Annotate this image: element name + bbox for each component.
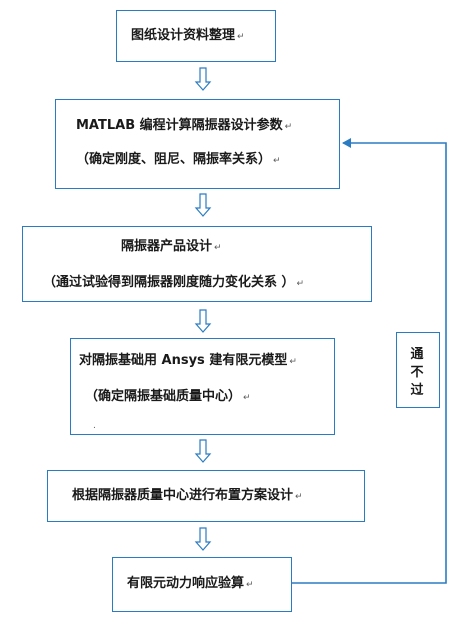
down-arrow-5 xyxy=(194,527,212,551)
return-mark: ↵ xyxy=(295,492,303,502)
feedback-char-2: 不 xyxy=(410,365,424,380)
step-1-label: 图纸设计资料整理 xyxy=(131,28,236,43)
step-2-label-line1: MATLAB 编程计算隔振器设计参数 xyxy=(76,118,283,133)
small-dot-mark: . xyxy=(93,421,96,431)
feedback-label-box: 通 不 过 xyxy=(396,332,440,408)
feedback-char-3: 过 xyxy=(410,383,424,398)
down-arrow-2 xyxy=(194,193,212,217)
return-mark: ↵ xyxy=(237,32,245,42)
return-mark: ↵ xyxy=(296,279,305,289)
step-1-box: 图纸设计资料整理↵ xyxy=(116,10,276,62)
return-mark: ↵ xyxy=(273,156,281,166)
step-4-label-line1: 对隔振基础用 Ansys 建有限元模型 xyxy=(79,353,288,368)
step-3-label-line2: （通过试验得到隔振器刚度随力变化关系 ） xyxy=(43,275,295,290)
feedback-loop-line xyxy=(292,138,447,584)
return-mark: ↵ xyxy=(243,393,251,403)
feedback-char-1: 通 xyxy=(410,347,424,362)
step-3-box: 隔振器产品设计↵ （通过试验得到隔振器刚度随力变化关系 ）↵ xyxy=(22,226,372,302)
return-mark: ↵ xyxy=(284,122,293,132)
step-3-label-line1: 隔振器产品设计 xyxy=(121,239,213,254)
return-mark: ↵ xyxy=(289,357,297,367)
step-2-label-line2: （确定刚度、阻尼、隔振率关系） xyxy=(76,152,272,167)
down-arrow-4 xyxy=(194,439,212,463)
step-5-box: 根据隔振器质量中心进行布置方案设计↵ xyxy=(47,470,365,522)
return-mark: ↵ xyxy=(214,243,222,253)
step-2-box: MATLAB 编程计算隔振器设计参数↵ （确定刚度、阻尼、隔振率关系）↵ xyxy=(55,99,340,189)
down-arrow-1 xyxy=(194,67,212,91)
step-5-label: 根据隔振器质量中心进行布置方案设计 xyxy=(72,488,294,503)
step-4-label-line2: （确定隔振基础质量中心） xyxy=(85,389,242,404)
return-mark: ↵ xyxy=(246,580,254,590)
step-4-box: 对隔振基础用 Ansys 建有限元模型↵ （确定隔振基础质量中心）↵ . xyxy=(70,338,335,435)
down-arrow-3 xyxy=(194,309,212,333)
step-6-label: 有限元动力响应验算 xyxy=(127,576,245,591)
step-6-box: 有限元动力响应验算↵ xyxy=(112,557,292,612)
